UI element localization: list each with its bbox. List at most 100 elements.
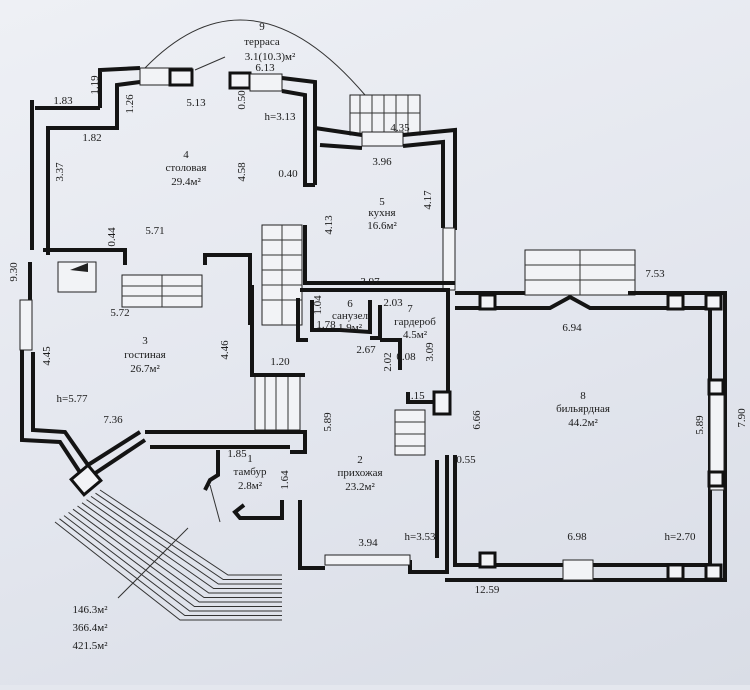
ceiling-height: h=3.13 (265, 111, 296, 123)
svg-text:23.2м²: 23.2м² (345, 481, 375, 493)
central-stairs (121, 224, 426, 456)
svg-text:0.50: 0.50 (236, 90, 248, 110)
svg-text:2.03: 2.03 (383, 297, 403, 309)
svg-text:4: 4 (183, 149, 189, 161)
svg-text:2.02: 2.02 (382, 352, 394, 371)
svg-text:5: 5 (379, 196, 385, 208)
room-label-2: 2 прихожая 23.2м² (337, 454, 382, 493)
porch-step (99, 489, 282, 576)
door-swing (209, 484, 221, 523)
svg-text:8: 8 (580, 390, 586, 402)
svg-text:4.35: 4.35 (390, 122, 410, 134)
room-label-3: 3 гостиная 26.7м² (124, 335, 165, 375)
svg-text:1.19: 1.19 (89, 75, 101, 95)
room-label-9: 9 терраса 3.1(10.3)м² (244, 21, 296, 63)
room-label-5: 5 кухня 16.6м² (367, 196, 397, 232)
porch-step (54, 521, 282, 621)
svg-text:4.45: 4.45 (41, 346, 53, 366)
svg-text:1.85: 1.85 (227, 448, 247, 460)
svg-text:столовая: столовая (166, 162, 207, 174)
svg-text:44.2м²: 44.2м² (568, 417, 598, 429)
svg-text:146.3м²: 146.3м² (72, 604, 108, 616)
porch-step-divider (117, 527, 189, 599)
svg-text:7.90: 7.90 (736, 408, 748, 428)
svg-text:6.66: 6.66 (471, 410, 483, 430)
svg-text:3.1(10.3)м²: 3.1(10.3)м² (245, 51, 296, 63)
svg-text:1.83: 1.83 (53, 95, 73, 107)
room-label-4: 4 столовая 29.4м² (166, 149, 207, 188)
svg-text:2.8м²: 2.8м² (238, 480, 263, 492)
svg-text:6.94: 6.94 (562, 322, 582, 334)
porch-step (90, 495, 282, 585)
porch-step (63, 515, 282, 612)
porch-steps (54, 489, 282, 621)
svg-text:12.59: 12.59 (475, 584, 500, 596)
svg-text:4.58: 4.58 (236, 162, 248, 182)
svg-text:бильярдная: бильярдная (556, 403, 610, 415)
svg-text:26.7м²: 26.7м² (130, 363, 160, 375)
porch-step (77, 505, 282, 598)
ceiling-height: h=2.70 (665, 531, 696, 543)
svg-text:6.13: 6.13 (255, 62, 275, 74)
svg-text:гостиная: гостиная (124, 349, 165, 361)
dimension-labels: 6.13 1.19 1.83 1.26 5.13 0.50 4.35 1.82 … (8, 62, 748, 596)
svg-text:16.6м²: 16.6м² (367, 220, 397, 232)
svg-text:5.89: 5.89 (322, 412, 334, 432)
svg-text:прихожая: прихожая (337, 467, 382, 479)
svg-text:1.9м²: 1.9м² (338, 322, 363, 334)
svg-text:4.17: 4.17 (422, 190, 434, 210)
fireplace-icon (70, 263, 88, 272)
svg-text:5.72: 5.72 (110, 307, 129, 319)
svg-text:6: 6 (347, 298, 353, 310)
svg-text:2: 2 (357, 454, 363, 466)
svg-text:0.40: 0.40 (278, 168, 298, 180)
svg-text:4.46: 4.46 (219, 340, 231, 360)
svg-text:0.08: 0.08 (396, 351, 416, 363)
svg-text:421.5м²: 421.5м² (72, 640, 108, 652)
svg-text:1.26: 1.26 (124, 94, 136, 114)
svg-text:кухня: кухня (368, 207, 395, 219)
svg-text:5.13: 5.13 (186, 97, 206, 109)
porch-step (72, 508, 282, 603)
svg-text:2.67: 2.67 (356, 344, 376, 356)
svg-text:3.37: 3.37 (54, 162, 66, 182)
svg-text:1: 1 (247, 453, 253, 465)
terrace-outline (144, 19, 366, 96)
total-areas: 146.3м² 366.4м² 421.5м² (72, 604, 108, 652)
svg-text:1.15: 1.15 (405, 390, 425, 402)
ceiling-height: h=3.53 (405, 531, 436, 543)
room-label-7: 7 гардероб 4.5м² (394, 303, 436, 341)
ceiling-height: h=5.77 (57, 393, 88, 405)
svg-text:гардероб: гардероб (394, 316, 436, 328)
porch-step (68, 511, 282, 607)
leader-line (194, 56, 226, 71)
svg-text:терраса: терраса (244, 36, 280, 48)
svg-text:4.5м²: 4.5м² (403, 329, 428, 341)
svg-text:7.53: 7.53 (645, 268, 665, 280)
svg-text:5.89: 5.89 (694, 415, 706, 435)
svg-text:1.78: 1.78 (316, 319, 336, 331)
svg-text:4.13: 4.13 (323, 215, 335, 235)
svg-text:3: 3 (142, 335, 148, 347)
porch-step (95, 492, 282, 580)
porch-step (81, 502, 282, 594)
svg-text:5.71: 5.71 (145, 225, 164, 237)
svg-text:санузел: санузел (332, 310, 369, 322)
svg-text:1.20: 1.20 (270, 356, 290, 368)
svg-text:366.4м²: 366.4м² (72, 622, 108, 634)
svg-text:3.09: 3.09 (424, 342, 436, 362)
svg-text:3.94: 3.94 (358, 537, 378, 549)
porch-step (59, 518, 282, 616)
svg-text:1.04: 1.04 (312, 295, 324, 315)
walls (19, 66, 727, 582)
svg-text:тамбур: тамбур (234, 466, 267, 478)
svg-text:0.55: 0.55 (456, 454, 476, 466)
room-label-8: 8 бильярдная 44.2м² (556, 390, 610, 429)
svg-text:7.36: 7.36 (103, 414, 123, 426)
svg-text:9: 9 (259, 21, 265, 33)
svg-text:7: 7 (407, 303, 413, 315)
svg-text:6.98: 6.98 (567, 531, 587, 543)
room-label-6: 6 санузел 1.9м² (332, 298, 369, 334)
